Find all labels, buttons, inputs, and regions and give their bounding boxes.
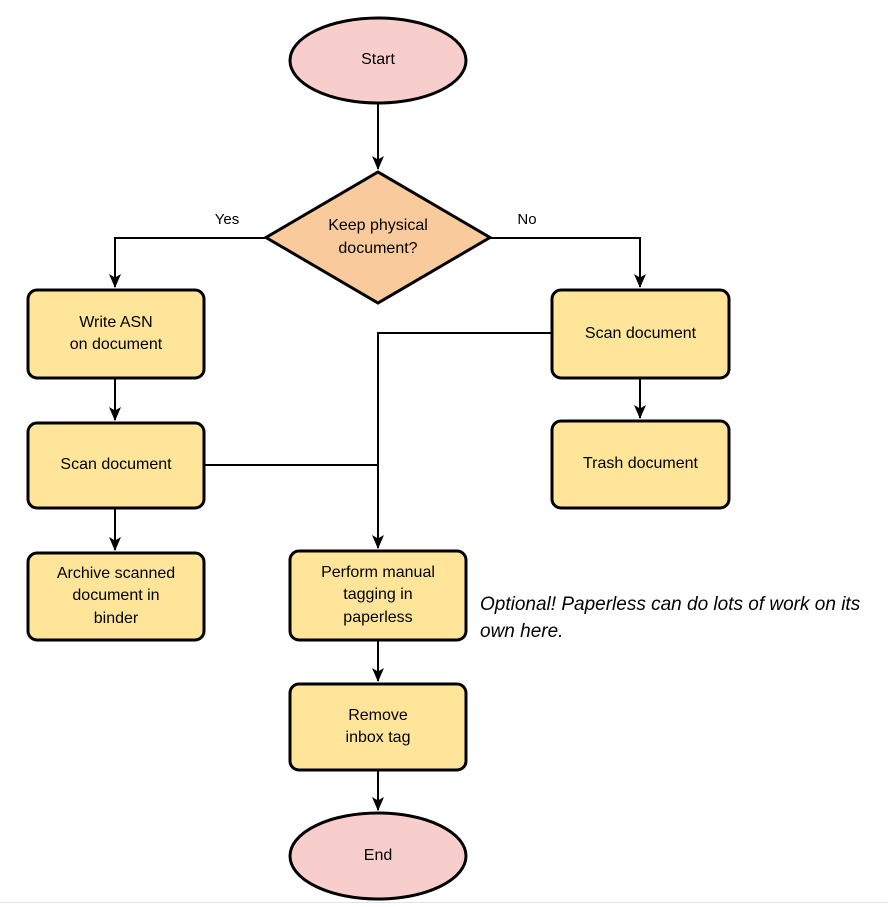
annotation-note: Optional! Paperless can do lots of work … bbox=[480, 594, 861, 642]
remove-inbox-tag-box-shape bbox=[288, 682, 468, 772]
archive-box-shape bbox=[26, 551, 206, 642]
edge-scan-right-to-tagging bbox=[372, 332, 552, 549]
end-terminator-shape bbox=[288, 811, 468, 901]
trash-document-box-shape bbox=[550, 419, 731, 510]
start-terminator-shape bbox=[288, 16, 468, 105]
scan-document-left-box-shape bbox=[26, 421, 206, 510]
bottom-edge-divider bbox=[0, 902, 888, 903]
manual-tagging-box-shape bbox=[288, 549, 468, 642]
edge-decision-no-to-scan-right bbox=[490, 237, 646, 288]
decision-diamond-shape bbox=[263, 170, 493, 305]
write-asn-box-shape bbox=[26, 288, 206, 380]
edge-decision-yes-to-write-asn bbox=[109, 237, 266, 288]
scan-document-right-box-shape bbox=[550, 288, 731, 380]
